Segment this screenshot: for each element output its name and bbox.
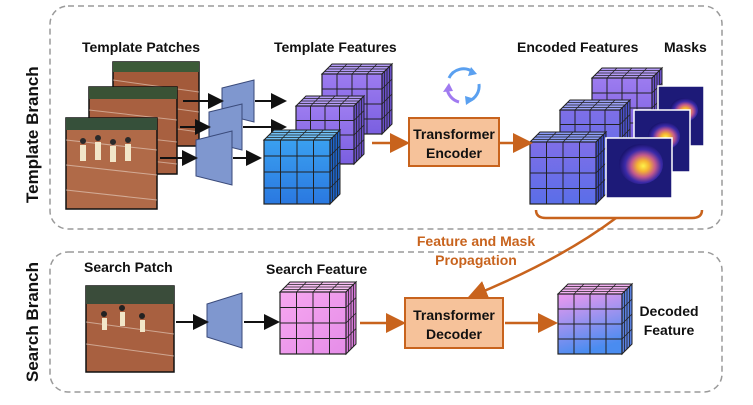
search-feature-label: Search Feature	[266, 261, 367, 277]
encoded-features-label: Encoded Features	[517, 39, 639, 55]
encoder-line1: Transformer	[413, 126, 495, 142]
trapezoid-encoder-icon-3	[195, 130, 233, 186]
search-patch-label: Search Patch	[84, 259, 173, 275]
decoded-feature-cube	[556, 282, 634, 356]
template-patch-1	[65, 117, 158, 210]
template-features-label: Template Features	[274, 39, 397, 55]
template-branch-label: Template Branch	[23, 66, 42, 203]
propagation-label-1: Feature and Mask	[417, 233, 535, 249]
transformer-encoder-box: Transformer Encoder	[408, 117, 500, 167]
encoded-bracket	[534, 209, 704, 220]
encoder-line2: Encoder	[426, 145, 483, 161]
trapezoid-encoder-icon-search	[206, 292, 243, 349]
mask-1	[605, 137, 673, 199]
template-feature-cube-1	[262, 128, 342, 206]
search-patch-image	[85, 285, 175, 373]
decoded-label-1: Decoded	[639, 303, 698, 319]
template-patches-label: Template Patches	[82, 39, 200, 55]
transformer-decoder-box: Transformer Decoder	[404, 297, 504, 349]
search-branch-panel	[49, 251, 723, 393]
decoded-label-2: Feature	[644, 322, 695, 338]
decoder-line1: Transformer	[413, 307, 495, 323]
masks-label: Masks	[664, 39, 707, 55]
propagation-label-2: Propagation	[435, 252, 517, 268]
decoder-line2: Decoder	[426, 326, 483, 342]
encoded-feature-cube-1	[528, 130, 608, 206]
propagation-arrow	[467, 216, 617, 300]
cycle-arrows-icon	[443, 67, 481, 105]
search-feature-cube	[278, 280, 358, 356]
search-branch-label: Search Branch	[23, 262, 42, 382]
